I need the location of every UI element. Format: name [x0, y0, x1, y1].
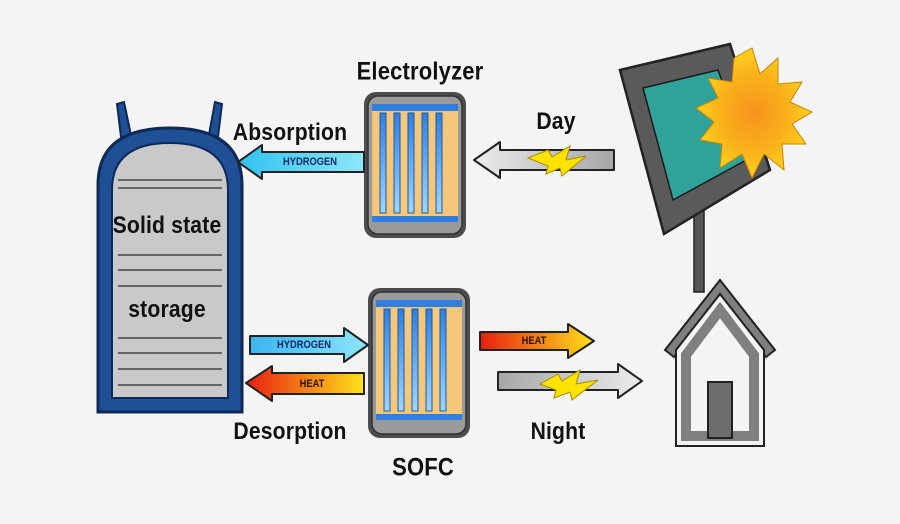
house-door — [707, 381, 733, 439]
heat-to-storage-arrow — [245, 365, 365, 402]
sofc-label: SOFC — [392, 453, 454, 482]
electrolyzer-slots — [379, 112, 443, 214]
desorption-label: Desorption — [233, 418, 347, 445]
storage-label-line2: storage — [128, 296, 206, 323]
hydrogen-to-sofc-arrow — [249, 327, 369, 363]
sofc-cell — [368, 288, 470, 438]
day-label: Day — [536, 108, 576, 135]
lightning-icon — [538, 368, 599, 401]
absorption-label: Absorption — [232, 119, 348, 146]
heat-from-sofc-arrow — [479, 323, 595, 359]
sofc-slots — [383, 308, 447, 412]
lightning-icon — [526, 144, 587, 177]
electrolyzer-cell — [364, 92, 466, 238]
hydrogen-arrow-text: HYDROGEN — [276, 339, 332, 351]
storage-tank — [96, 100, 244, 414]
heat-from-sofc-text: HEAT — [521, 335, 547, 347]
electrolyzer-label: Electrolyzer — [356, 57, 484, 86]
storage-label-line1: Solid state — [112, 212, 222, 239]
absorption-hydrogen-arrow — [237, 144, 365, 180]
tank-lines — [118, 179, 222, 386]
house-icon — [663, 278, 777, 447]
night-label: Night — [530, 418, 586, 445]
absorption-arrow-text: HYDROGEN — [282, 156, 338, 168]
sun-icon — [695, 47, 814, 180]
heat-to-storage-text: HEAT — [299, 378, 325, 390]
